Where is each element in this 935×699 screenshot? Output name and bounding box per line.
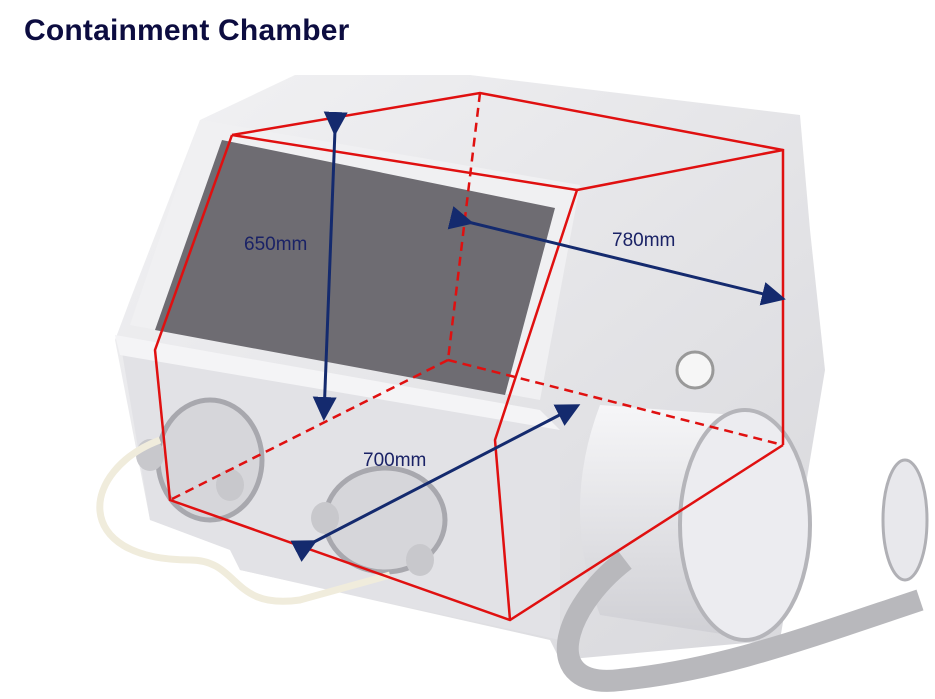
width-label: 700mm xyxy=(363,450,427,471)
airlock-cylinder xyxy=(580,350,812,642)
depth-label: 780mm xyxy=(612,230,676,251)
height-arrow xyxy=(312,111,348,421)
depth-arrow xyxy=(447,206,786,306)
width-arrow xyxy=(290,404,581,562)
corrugated-hose xyxy=(556,551,924,692)
page-title: Containment Chamber xyxy=(24,14,350,47)
hose-left xyxy=(96,436,391,605)
height-label: 650mm xyxy=(244,234,308,255)
dimension-arrows xyxy=(290,111,786,562)
viewing-window xyxy=(155,140,555,395)
